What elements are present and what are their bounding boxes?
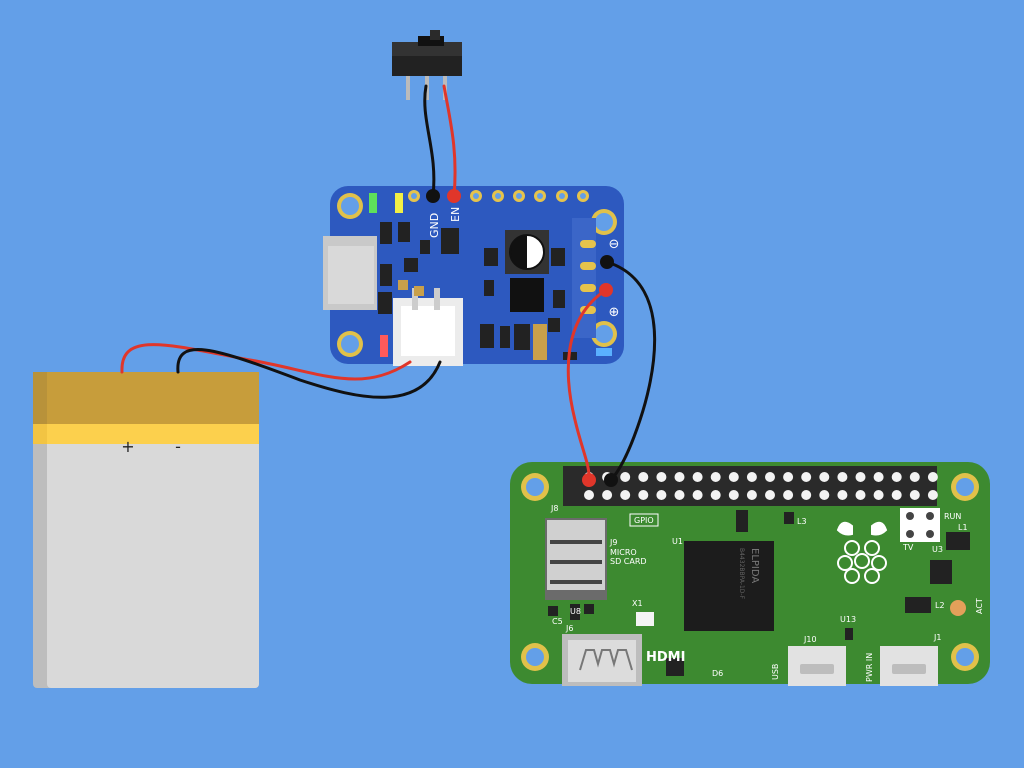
pi-label-l3: L3 — [797, 517, 807, 526]
powerboost-pin-gnd-label: GND — [428, 213, 441, 238]
wire-switch-gnd — [423, 84, 436, 198]
pi-label-run: RUN — [944, 512, 961, 521]
wires — [120, 84, 657, 482]
gpio-pin — [927, 490, 938, 500]
raspberry-pi-zero-board: ELPIDA B4432BBPA-1D-F — [510, 462, 990, 686]
gpio-pin — [584, 490, 594, 500]
wire-battery-black — [176, 348, 442, 399]
gpio-pin — [783, 472, 794, 482]
pi-label-micro: MICRO — [610, 548, 637, 557]
wire-pi-power-red — [566, 288, 608, 482]
ram-chip-brand: ELPIDA — [749, 548, 760, 583]
battery-minus-label: - — [175, 437, 181, 456]
gpio-pin — [801, 490, 812, 500]
gpio-pin — [891, 472, 902, 482]
wire-battery-red — [120, 343, 412, 381]
gpio-pin — [801, 472, 812, 482]
pi-label-u13: U13 — [840, 615, 856, 624]
gpio-pin — [638, 472, 649, 482]
wire-endpoints — [426, 189, 618, 487]
pi-label-c5: C5 — [552, 617, 563, 626]
pi-label-act: ACT — [975, 598, 984, 614]
pi-label-hdmi: HDMI — [646, 650, 685, 665]
pi-label-sd-card: SD CARD — [610, 557, 647, 566]
gpio-pin — [873, 490, 884, 500]
gpio-pin — [819, 472, 830, 482]
pi-label-j8: J8 — [550, 504, 558, 513]
gpio-pin — [819, 490, 830, 500]
pi-label-l2: L2 — [935, 601, 945, 610]
pi-label-j1: J1 — [933, 633, 941, 642]
terminal-minus-symbol: ⊖ — [609, 237, 620, 252]
pi-label-u3: U3 — [932, 545, 943, 554]
wire-switch-en — [442, 84, 457, 198]
gpio-pin — [837, 472, 848, 482]
pi-label-x1: X1 — [632, 599, 643, 608]
gpio-pin — [746, 490, 757, 500]
raspberry-pi-logo — [836, 521, 888, 584]
gpio-pin — [909, 472, 920, 482]
gpio-pin — [855, 472, 866, 482]
powerboost-board: GND EN ⊖ ⊕ — [323, 186, 624, 366]
gpio-pin — [638, 490, 649, 500]
pi-label-d6: D6 — [712, 669, 723, 678]
slide-switch — [392, 30, 462, 100]
gpio-pin — [728, 490, 739, 500]
gpio-pin — [746, 472, 757, 482]
pi-label-l1: L1 — [958, 523, 968, 532]
pi-label-u8: U8 — [570, 607, 581, 616]
pi-label-tv: TV — [902, 543, 914, 552]
gpio-pin — [656, 472, 667, 482]
gpio-pin — [837, 490, 848, 500]
gpio-pin — [710, 472, 721, 482]
terminal-plus-symbol: ⊕ — [609, 305, 620, 320]
gpio-pin — [783, 490, 794, 500]
gpio-pin — [765, 472, 775, 482]
powerboost-pin-en-label: EN — [449, 207, 462, 222]
gpio-pin — [927, 472, 938, 482]
gpio-pin — [674, 490, 685, 500]
pi-label-usb: USB — [771, 664, 780, 680]
gpio-label-box: GPIO — [629, 513, 659, 527]
pi-label-u1: U1 — [672, 537, 683, 546]
gpio-pin — [692, 490, 703, 500]
gpio-pin — [620, 490, 631, 500]
pi-label-j10: J10 — [803, 635, 817, 644]
gpio-pin — [710, 490, 721, 500]
battery-plus-label: + — [121, 437, 134, 456]
gpio-pin — [656, 490, 667, 500]
gpio-pin — [873, 472, 884, 482]
gpio-pin — [728, 472, 739, 482]
pi-label-j6: J6 — [565, 624, 573, 633]
pi-label-gpio: GPIO — [634, 516, 654, 525]
wire-pi-gnd-black — [605, 260, 657, 482]
gpio-pin — [602, 490, 613, 500]
gpio-pin — [692, 472, 703, 482]
gpio-pin — [909, 490, 920, 500]
lipo-battery: + - — [33, 372, 259, 688]
pi-label-j9: J9 — [609, 538, 617, 547]
gpio-pin — [855, 490, 866, 500]
gpio-pin — [674, 472, 685, 482]
gpio-pin — [891, 490, 902, 500]
gpio-pin — [765, 490, 775, 500]
ram-chip-part: B4432BBPA-1D-F — [738, 548, 745, 600]
pi-label-pwr-in: PWR IN — [865, 653, 874, 682]
gpio-pin — [620, 472, 631, 482]
